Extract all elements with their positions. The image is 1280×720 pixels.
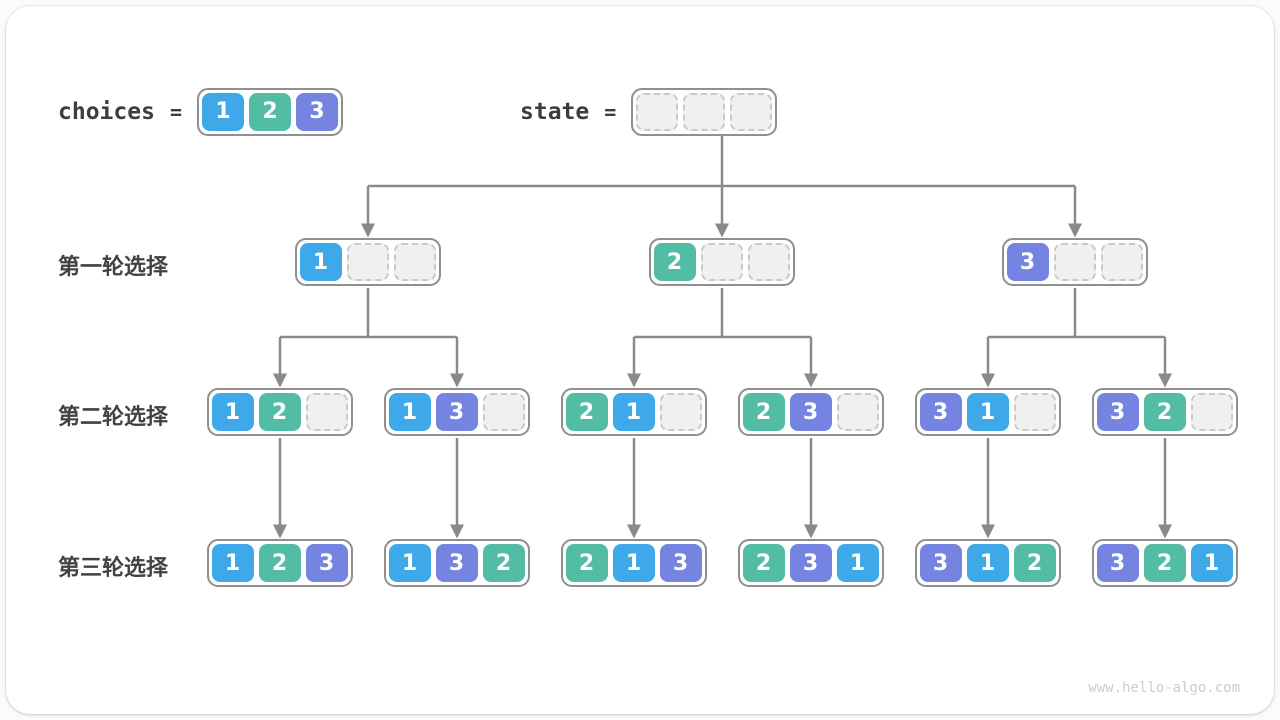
- tree-node-round1-1__: 1: [294, 238, 441, 286]
- tree-node-round1-3__: 3: [1001, 238, 1148, 286]
- empty-cell: [346, 243, 389, 281]
- value-cell-2: 2: [1143, 393, 1186, 431]
- value-cell-2: 2: [1143, 544, 1186, 582]
- state-group: state =: [520, 87, 778, 136]
- value-cell-2: 2: [248, 92, 291, 131]
- value-cell-2: 2: [258, 393, 301, 431]
- state-array-box: [631, 87, 778, 136]
- value-cell-2: 2: [258, 544, 301, 582]
- value-cell-2: 2: [742, 393, 785, 431]
- watermark: www.hello-algo.com: [1088, 680, 1240, 696]
- value-cell-2: 2: [482, 544, 525, 582]
- value-cell-2: 2: [565, 544, 608, 582]
- empty-cell: [482, 393, 525, 431]
- empty-cell: [1053, 243, 1096, 281]
- round-1-label: 第一轮选择: [58, 254, 169, 279]
- empty-cell: [730, 92, 773, 131]
- value-cell-1: 1: [612, 393, 655, 431]
- value-cell-1: 1: [836, 544, 879, 582]
- value-cell-3: 3: [789, 393, 832, 431]
- empty-cell: [305, 393, 348, 431]
- value-cell-1: 1: [966, 544, 1009, 582]
- equals-sign: =: [169, 99, 182, 124]
- equals-sign: =: [604, 99, 617, 124]
- value-cell-2: 2: [565, 393, 608, 431]
- value-cell-3: 3: [1006, 243, 1049, 281]
- empty-cell: [636, 92, 679, 131]
- round-3-label: 第三轮选择: [58, 555, 169, 580]
- choices-label: choices: [58, 98, 155, 125]
- round-2-label: 第二轮选择: [58, 404, 169, 429]
- value-cell-3: 3: [789, 544, 832, 582]
- value-cell-3: 3: [1096, 393, 1139, 431]
- value-cell-1: 1: [388, 544, 431, 582]
- value-cell-1: 1: [201, 92, 244, 131]
- tree-node-round1-2__: 2: [648, 238, 795, 286]
- empty-cell: [1190, 393, 1233, 431]
- empty-cell: [683, 92, 726, 131]
- value-cell-3: 3: [295, 92, 338, 131]
- empty-cell: [659, 393, 702, 431]
- value-cell-3: 3: [919, 544, 962, 582]
- value-cell-1: 1: [1190, 544, 1233, 582]
- empty-cell: [836, 393, 879, 431]
- value-cell-2: 2: [653, 243, 696, 281]
- value-cell-1: 1: [388, 393, 431, 431]
- value-cell-3: 3: [435, 393, 478, 431]
- value-cell-1: 1: [966, 393, 1009, 431]
- value-cell-3: 3: [919, 393, 962, 431]
- value-cell-3: 3: [435, 544, 478, 582]
- value-cell-2: 2: [742, 544, 785, 582]
- value-cell-2: 2: [1013, 544, 1056, 582]
- empty-cell: [747, 243, 790, 281]
- value-cell-1: 1: [211, 544, 254, 582]
- state-label: state: [520, 98, 590, 125]
- value-cell-3: 3: [1096, 544, 1139, 582]
- empty-cell: [393, 243, 436, 281]
- value-cell-3: 3: [305, 544, 348, 582]
- empty-cell: [700, 243, 743, 281]
- value-cell-3: 3: [659, 544, 702, 582]
- value-cell-1: 1: [299, 243, 342, 281]
- empty-cell: [1100, 243, 1143, 281]
- empty-cell: [1013, 393, 1056, 431]
- value-cell-1: 1: [612, 544, 655, 582]
- value-cell-1: 1: [211, 393, 254, 431]
